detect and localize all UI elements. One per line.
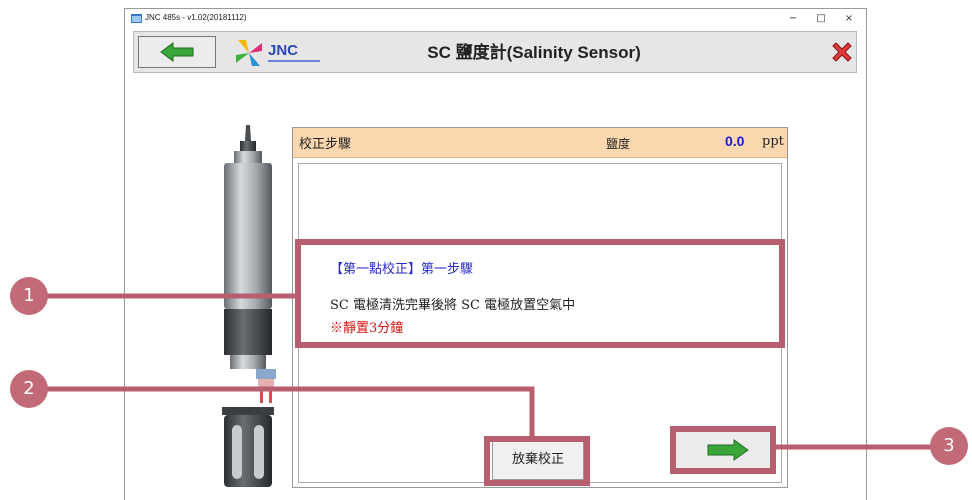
logo-subtext <box>268 60 320 62</box>
callout-line-2 <box>40 386 535 440</box>
minimize-button[interactable]: − <box>788 13 798 24</box>
app-icon <box>131 14 142 23</box>
back-button[interactable] <box>138 36 216 68</box>
calibration-step-label: 校正步驟 <box>299 137 352 152</box>
red-x-icon <box>832 42 852 62</box>
window-title: JNC 485s - v1.02(20181112) <box>145 13 247 22</box>
callout-marker-1: 1 <box>10 277 48 315</box>
instruction-warning: ※靜置3分鐘 <box>330 321 404 336</box>
arrow-left-icon <box>160 42 194 62</box>
abort-calibration-button[interactable]: 放棄校正 <box>492 440 584 480</box>
salinity-label: 鹽度 <box>606 137 631 151</box>
close-button[interactable] <box>829 39 855 65</box>
salinity-unit: ppt <box>762 134 784 149</box>
jnc-logo: JNC <box>232 37 332 69</box>
maximize-button[interactable]: □ <box>816 13 826 24</box>
salinity-sensor-image <box>222 125 276 487</box>
toolbar: JNC SC 鹽度計(Salinity Sensor) <box>133 31 857 73</box>
salinity-value: 0.0 <box>725 133 745 149</box>
callout-marker-3: 3 <box>930 427 968 465</box>
callout-box-3 <box>670 426 776 474</box>
pinwheel-icon <box>236 40 262 66</box>
instruction-title: 【第一點校正】第一步驟 <box>330 262 474 277</box>
page-title: SC 鹽度計(Salinity Sensor) <box>427 43 641 62</box>
instruction-text: SC 電極清洗完畢後將 SC 電極放置空氣中 <box>330 298 576 313</box>
logo-text: JNC <box>268 42 299 59</box>
title-bar: JNC 485s - v1.02(20181112) − □ × <box>125 9 866 29</box>
panel-header: 校正步驟 鹽度 0.0 ppt <box>293 128 787 158</box>
window-close-button[interactable]: × <box>844 13 854 24</box>
callout-box-1 <box>295 239 785 348</box>
arrow-right-icon <box>707 439 749 461</box>
callout-box-2 <box>484 436 590 486</box>
callout-marker-2: 2 <box>10 370 48 408</box>
